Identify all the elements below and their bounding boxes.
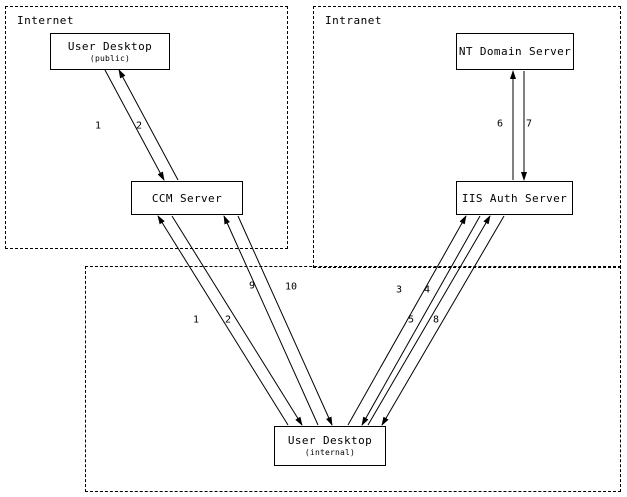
- node-title-iis-auth-server: IIS Auth Server: [461, 191, 568, 205]
- edge-label-e3: 3: [395, 284, 403, 296]
- node-user-desktop-public[interactable]: User Desktop(public): [50, 33, 170, 70]
- edge-line-e1: [104, 69, 165, 181]
- edge-line-e3: [347, 215, 467, 426]
- edge-line-e10: [237, 215, 333, 426]
- node-iis-auth-server[interactable]: IIS Auth Server: [456, 181, 573, 215]
- zone-label-internet: Internet: [17, 14, 74, 27]
- node-user-desktop-internal[interactable]: User Desktop(internal): [274, 426, 386, 466]
- edge-label-e5: 5: [407, 314, 415, 326]
- zone-internal: [85, 266, 621, 492]
- edge-line-e2: [118, 69, 179, 181]
- node-subtitle-user-desktop-public: (public): [89, 53, 131, 63]
- edge-line-e8: [381, 215, 505, 426]
- edge-label-e4: 4: [423, 284, 431, 296]
- edge-label-e10: 10: [284, 281, 298, 293]
- node-title-user-desktop-public: User Desktop: [67, 39, 153, 53]
- node-title-nt-domain-server: NT Domain Server: [458, 45, 572, 58]
- node-ccm-server[interactable]: CCM Server: [131, 181, 243, 215]
- node-title-ccm-server: CCM Server: [151, 191, 223, 205]
- edge-line-e1b: [157, 215, 289, 426]
- edge-label-e6: 6: [496, 118, 504, 130]
- node-subtitle-user-desktop-internal: (internal): [304, 448, 356, 457]
- node-nt-domain-server[interactable]: NT Domain Server: [456, 33, 574, 70]
- edge-label-e1: 1: [94, 120, 102, 132]
- node-title-user-desktop-internal: User Desktop: [287, 434, 373, 447]
- edge-label-e9: 9: [248, 280, 256, 292]
- edge-line-e4: [361, 215, 481, 426]
- edge-label-e8: 8: [432, 314, 440, 326]
- edge-label-e2: 2: [135, 120, 143, 132]
- edge-line-e9: [223, 215, 319, 426]
- edge-line-e5: [367, 215, 491, 426]
- edge-line-e2b: [171, 215, 303, 426]
- edge-label-e1b: 1: [192, 314, 200, 326]
- zone-label-intranet: Intranet: [325, 14, 382, 27]
- zone-internet: [5, 6, 288, 249]
- edge-label-e2b: 2: [224, 314, 232, 326]
- edge-label-e7: 7: [525, 118, 533, 130]
- zone-intranet: [313, 6, 621, 268]
